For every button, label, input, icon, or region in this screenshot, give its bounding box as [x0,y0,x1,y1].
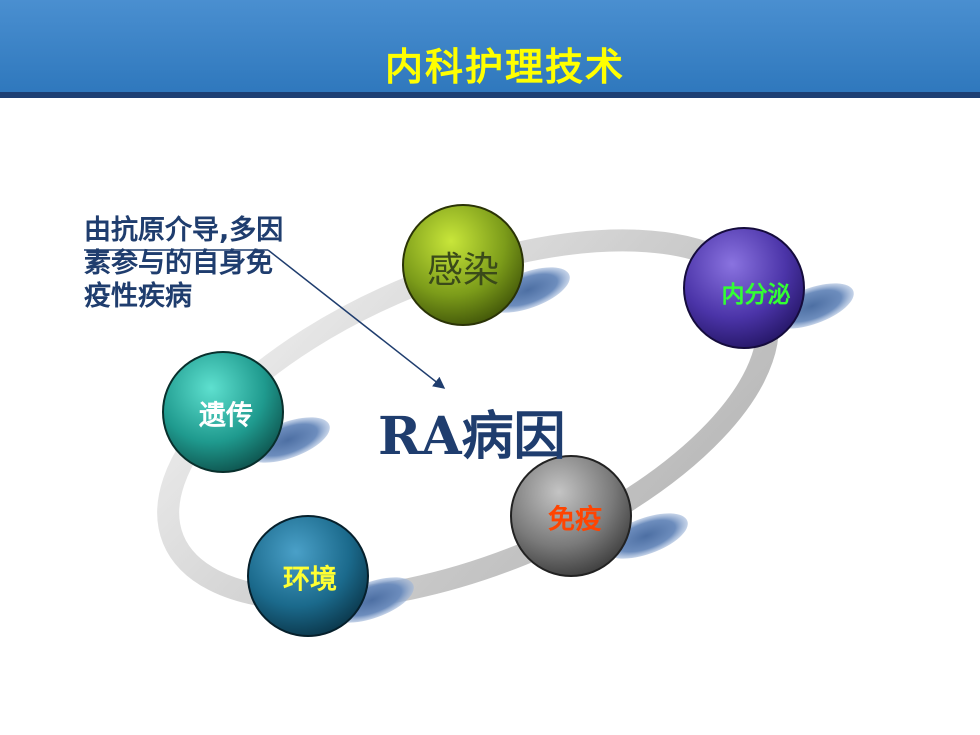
node-label-immune: 免疫 [548,504,602,536]
slide-title: 内科护理技术 [384,45,625,89]
sphere-infection [402,204,524,326]
header-rule [0,92,980,98]
center-label: RA病因 [378,406,566,467]
sphere-genetic [162,351,284,473]
sphere-environment [247,515,369,637]
node-label-infection: 感染 [426,250,500,291]
node-spheres [162,204,805,637]
shadow-immune [604,513,688,559]
node-label-genetic: 遗传 [199,400,253,432]
node-label-environment: 环境 [283,564,337,596]
note-text: 由抗原介导,多因素参与的自身免疫性疾病 [84,215,284,312]
note-arrow [267,249,446,389]
node-label-endocrine: 内分泌 [721,282,791,308]
header-bar [0,0,980,92]
sphere-immune [510,455,632,577]
sphere-endocrine [683,227,805,349]
